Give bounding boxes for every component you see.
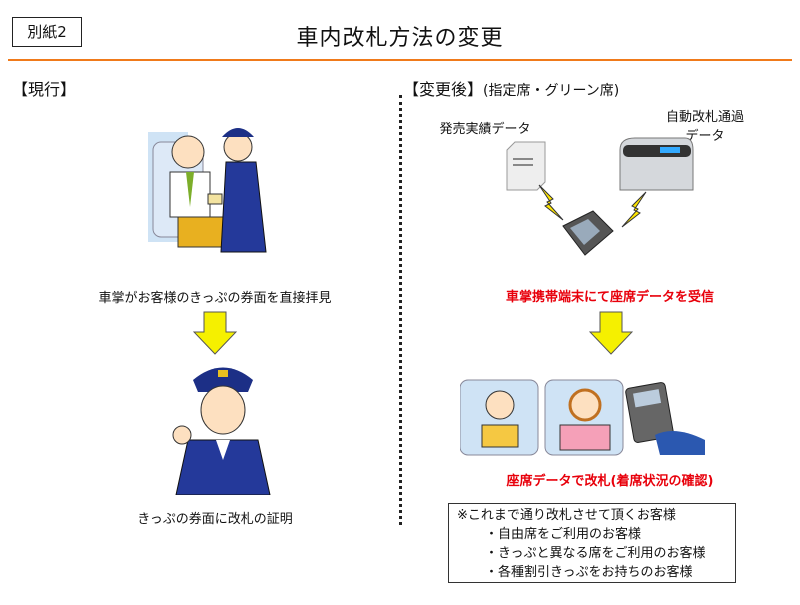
- divider: [399, 95, 402, 525]
- seat-check-illustration: [460, 379, 705, 456]
- down-arrow-icon: [589, 311, 633, 355]
- down-arrow-icon: [193, 311, 237, 355]
- ticket-gate-icon: [619, 137, 694, 191]
- ticket-check-illustration: [148, 128, 267, 253]
- handheld-terminal-icon: [562, 210, 614, 256]
- current-caption-2: きっぷの券面に改札の証明: [137, 512, 293, 527]
- server-icon: [506, 141, 546, 191]
- signal-bolt-icon: [621, 191, 647, 228]
- current-heading: 【現行】: [12, 80, 77, 99]
- current-caption-1: 車掌がお客様のきっぷの券面を直接拝見: [98, 291, 332, 306]
- after-heading-main: 【変更後】: [403, 80, 484, 99]
- note-item: ・きっぷと異なる席をご利用のお客様: [485, 546, 706, 561]
- note-item: ・自由席をご利用のお客様: [485, 527, 642, 542]
- after-heading-sub: (指定席・グリーン席): [483, 83, 620, 99]
- exception-note-box: ※これまで通り改札させて頂くお客様 ・自由席をご利用のお客様 ・きっぷと異なる席…: [448, 503, 736, 583]
- note-title: ※これまで通り改札させて頂くお客様: [457, 508, 676, 523]
- after-heading: 【変更後】(指定席・グリーン席): [403, 76, 619, 100]
- gate-data-label-2: データ: [685, 129, 725, 144]
- sales-data-label: 発売実績データ: [439, 122, 531, 137]
- signal-bolt-icon: [538, 184, 564, 221]
- note-item: ・各種割引きっぷをお持ちのお客様: [485, 565, 693, 580]
- gate-data-label: 自動改札通過データ: [655, 106, 755, 144]
- after-caption-1: 車掌携帯端末にて座席データを受信: [505, 290, 714, 305]
- conductor-illustration: [172, 367, 271, 495]
- title-rule: [8, 59, 792, 61]
- gate-data-label-1: 自動改札通過: [665, 110, 744, 125]
- attachment-tag: 別紙2: [12, 17, 82, 47]
- page-title: 車内改札方法の変更: [296, 26, 504, 51]
- after-caption-2: 座席データで改札(着席状況の確認): [506, 474, 714, 489]
